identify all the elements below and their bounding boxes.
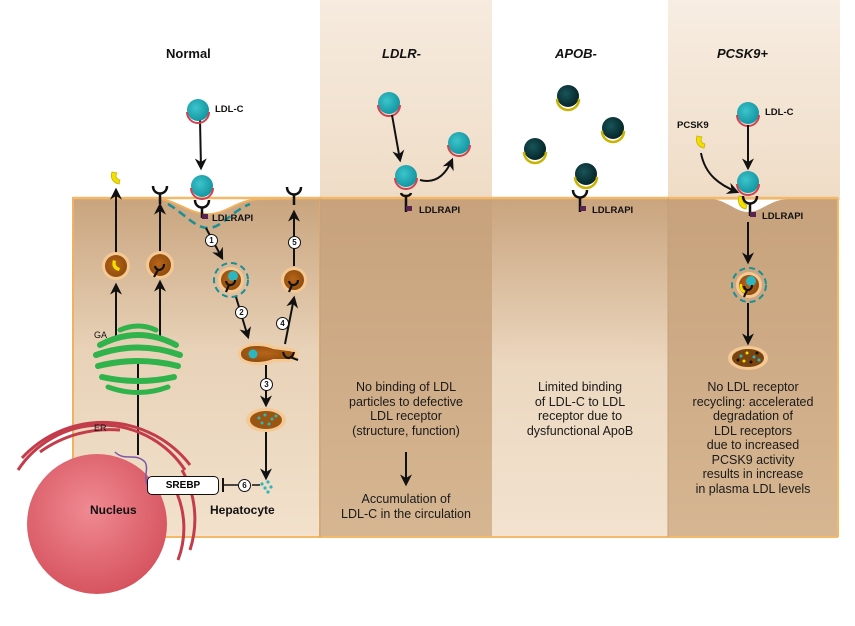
nucleus-label: Nucleus (90, 503, 137, 517)
dna-icon (114, 451, 153, 491)
arrow-pcsk9-binding (700, 152, 740, 194)
step-4-badge: 4 (276, 317, 289, 330)
endosome-coated-vesicle (213, 262, 249, 298)
lysosome (246, 408, 286, 432)
ldl-receptor-icon (151, 185, 169, 204)
pcsk9-protein-icon (696, 135, 706, 149)
ldl-c-label: LDL-C (765, 107, 794, 118)
ldl-particle-icon (186, 99, 210, 124)
ldl-particle-icon (394, 165, 418, 190)
ldl-particle-bound-icon (736, 171, 760, 196)
srebp-box: SREBP (147, 476, 219, 495)
ldl-receptor-icon (285, 186, 303, 205)
ldlrapi-label: LDLRAPI (212, 213, 254, 224)
golgi-label: GA (94, 330, 108, 340)
ldl-particle-icon (377, 92, 401, 117)
apob-defective-ldl-icon (522, 138, 548, 165)
step-3-badge: 3 (260, 378, 273, 391)
nucleus-icon (27, 454, 167, 594)
arrow-ldl-to-receptor (194, 119, 207, 171)
clathrin-pit-outline (167, 202, 251, 230)
endoplasmic-reticulum-icon (16, 420, 197, 561)
ldlrapi-label: LDLRAPI (419, 205, 461, 216)
panel-title-apob: APOB- (555, 46, 597, 61)
ldl-particle-bound-icon (190, 175, 214, 200)
panel-title-pcsk9: PCSK9+ (717, 46, 768, 61)
golgi-apparatus-icon (93, 323, 183, 395)
arrow-ldl-release (419, 157, 454, 182)
apob-defective-ldl-icon (555, 85, 581, 112)
apob-defective-ldl-icon (573, 163, 599, 190)
panel-title-normal: Normal (166, 46, 211, 61)
lysosome-degradation (728, 346, 768, 370)
pcsk9-description: No LDL receptor recycling: accelerated d… (692, 380, 814, 496)
ldlrapi-label: LDLRAPI (592, 205, 634, 216)
pcsk9-label: PCSK9 (677, 120, 709, 131)
secretory-vesicle-receptor (146, 251, 174, 279)
panel-bg-pcsk9 (668, 0, 840, 200)
free-cholesterol-icon (260, 480, 273, 494)
sorting-endosome (238, 342, 299, 366)
er-label: ER (94, 423, 107, 433)
pcsk9-protein-icon (111, 171, 121, 185)
ldl-c-label: LDL-C (215, 104, 244, 115)
apob-description: Limited binding of LDL-C to LDL receptor… (526, 380, 634, 438)
arrow-step-4 (284, 295, 299, 345)
ldlrapi-adaptor-icon (580, 206, 586, 211)
ldl-particle-icon (447, 132, 471, 157)
ldlr-description: No binding of LDL particles to defective… (349, 380, 463, 438)
recycling-vesicle (281, 267, 307, 293)
ldlrapi-adaptor-icon (750, 212, 756, 217)
endosome-pcsk9-complex (731, 267, 767, 303)
ldlrapi-adaptor-icon (406, 206, 412, 211)
hepatocyte-cell-ldlr (320, 198, 492, 537)
apob-defective-ldl-icon (600, 117, 626, 144)
hepatocyte-cell-apob (492, 198, 668, 537)
step-5-badge: 5 (288, 236, 301, 249)
step-2-badge: 2 (235, 306, 248, 319)
arrow-ldl-approach (391, 114, 405, 163)
ldl-particle-icon (736, 102, 760, 127)
ldlr-result: Accumulation of LDL-C in the circulation (341, 492, 471, 521)
ldlrapi-label: LDLRAPI (762, 211, 804, 222)
hepatocyte-label: Hepatocyte (210, 503, 275, 517)
ldlrapi-adaptor-icon (202, 214, 208, 219)
step-6-badge: 6 (238, 479, 251, 492)
secretory-vesicle-pcsk9 (102, 252, 130, 280)
panel-title-ldlr: LDLR- (382, 46, 421, 61)
step-1-badge: 1 (205, 234, 218, 247)
